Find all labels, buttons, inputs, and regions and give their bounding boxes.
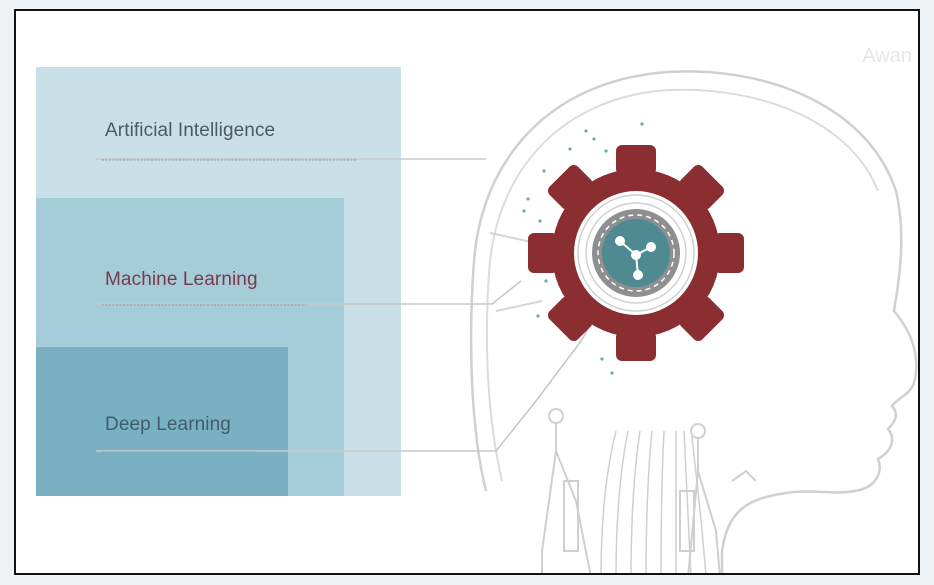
- head-inner-outline: [485, 88, 879, 482]
- watermark: Awan: [862, 45, 912, 67]
- dl-region: [36, 347, 288, 496]
- head-outline: [469, 70, 918, 573]
- right-piston: [679, 423, 757, 573]
- robot-head-illustration: [96, 70, 918, 573]
- scatter-dots: [522, 122, 644, 375]
- label-deep-learning: Deep Learning: [105, 414, 231, 435]
- label-artificial-intelligence: Artificial Intelligence: [105, 120, 276, 141]
- label-underlines: [102, 159, 356, 453]
- label-machine-learning: Machine Learning: [105, 269, 258, 290]
- gear: [528, 145, 744, 361]
- left-piston: [541, 408, 592, 573]
- diagram-frame: Artificial Intelligence Machine Learning…: [14, 9, 920, 575]
- head-panel-line-2: [495, 300, 543, 312]
